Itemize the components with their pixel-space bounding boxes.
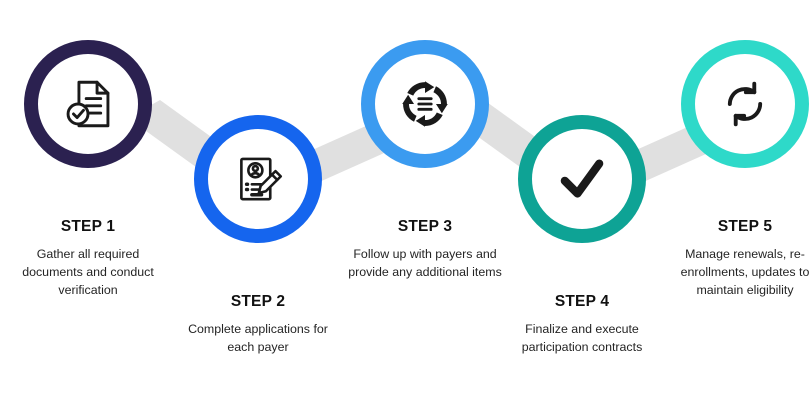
checkmark-icon [550, 147, 614, 211]
step-4-labels: STEP 4 Finalize and execute participatio… [502, 293, 662, 356]
step-2-circle[interactable] [194, 115, 322, 243]
step-5-labels: STEP 5 Manage renewals, re-enrollments, … [665, 218, 809, 300]
refresh-renewal-icon [713, 72, 777, 136]
step-1-title: STEP 1 [60, 218, 116, 235]
cycle-arrows-list-icon [393, 72, 457, 136]
step-4-title: STEP 4 [554, 293, 610, 310]
step-2-description: Complete applications for each payer [188, 322, 328, 355]
application-form-pencil-icon [226, 147, 290, 211]
step-5-circle[interactable] [681, 40, 809, 168]
step-4-description: Finalize and execute participation contr… [521, 322, 643, 355]
step-3-circle[interactable] [361, 40, 489, 168]
step-1-labels: STEP 1 Gather all required documents and… [8, 218, 168, 300]
step-2-labels: STEP 2 Complete applications for each pa… [178, 293, 338, 356]
step-4-circle[interactable] [518, 115, 646, 243]
step-1-circle[interactable] [24, 40, 152, 168]
step-1-description: Gather all required documents and conduc… [22, 247, 154, 298]
step-5-title: STEP 5 [717, 218, 773, 235]
step-2-title: STEP 2 [230, 293, 286, 310]
step-3-title: STEP 3 [397, 218, 453, 235]
step-5-description: Manage renewals, re-enrollments, updates… [680, 247, 809, 298]
document-check-icon [56, 72, 120, 136]
step-3-description: Follow up with payers and provide any ad… [348, 247, 502, 280]
step-3-labels: STEP 3 Follow up with payers and provide… [345, 218, 505, 281]
